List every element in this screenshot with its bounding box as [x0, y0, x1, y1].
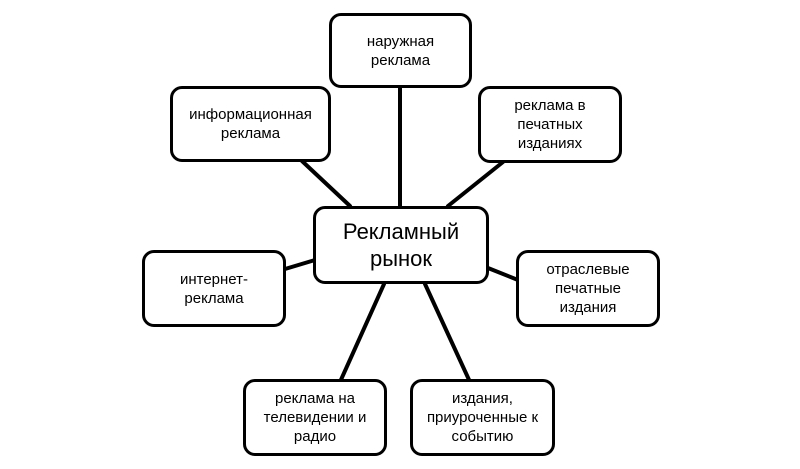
node-informational-advertising: информационная реклама: [170, 86, 331, 162]
node-industry-print: отраслевые печатные издания: [516, 250, 660, 327]
connector-tv-radio: [338, 282, 386, 384]
connector-informational: [300, 159, 352, 208]
node-internet-advertising: интернет- реклама: [142, 250, 286, 327]
node-print-advertising: реклама в печатных изданиях: [478, 86, 622, 163]
connector-event: [423, 282, 472, 384]
node-outdoor-advertising: наружная реклама: [329, 13, 472, 88]
node-event-publications: издания, приуроченные к событию: [410, 379, 555, 456]
connector-industry: [486, 266, 520, 282]
connector-print: [446, 160, 505, 208]
connector-internet: [283, 258, 317, 271]
node-advertising-market: Рекламный рынок: [313, 206, 489, 284]
node-tv-radio-advertising: реклама на телевидении и радио: [243, 379, 387, 456]
